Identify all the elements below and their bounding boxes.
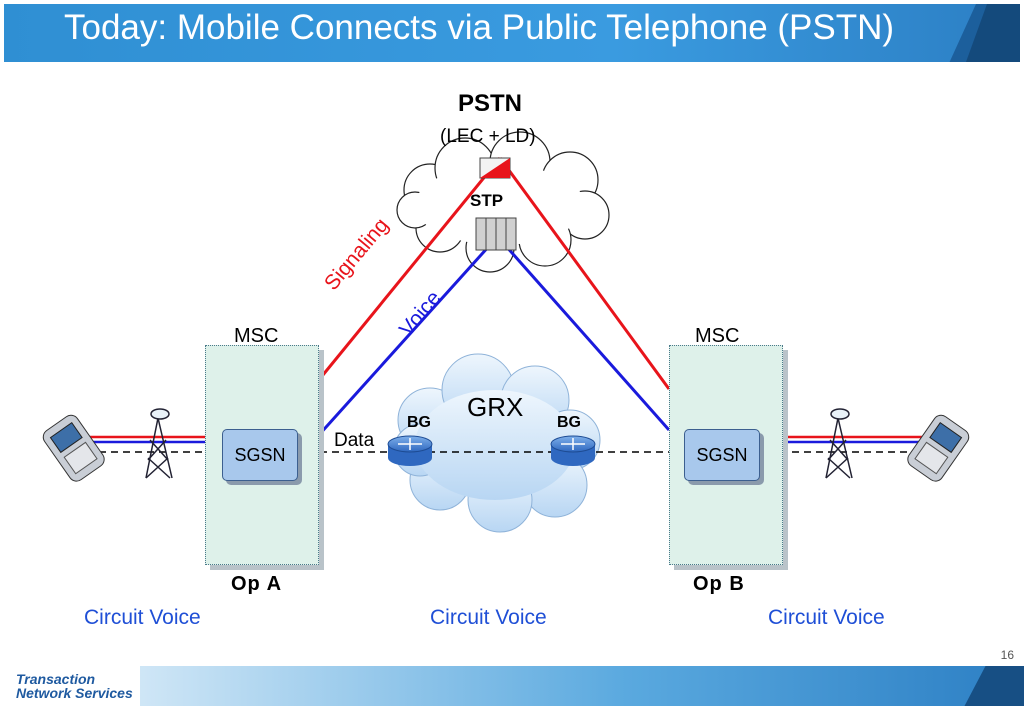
bg-label-b: BG [557,414,581,431]
sgsn-b: SGSN [684,429,760,481]
radio-link-a [80,435,205,444]
border-gateway-router-icon [550,435,596,466]
data-label: Data [334,430,375,451]
stp-device [475,157,517,251]
operator-b-label: Op B [693,573,745,595]
border-gateway-router-icon [387,435,433,466]
circuit-voice-label-right: Circuit Voice [768,606,885,629]
logo-line-1: Transaction [16,671,96,687]
logo-line-2: Network Services [16,685,133,701]
sgsn-label-b: SGSN [696,444,748,465]
sgsn-label-a: SGSN [234,444,286,465]
voice-links [316,243,671,438]
circuit-voice-label-center: Circuit Voice [430,606,547,629]
title-bar [4,4,1020,62]
company-logo: Transaction Network Services [16,672,133,700]
mobile-phone-icon [42,414,105,482]
circuit-voice-label-left: Circuit Voice [84,606,201,629]
cell-tower-icon [145,408,173,479]
stp-label: STP [470,191,504,210]
grx-cloud [393,353,601,533]
grx-label: GRX [467,392,524,422]
pstn-subtitle: (LEC + LD) [440,126,536,147]
msc-label-b: MSC [695,325,740,347]
slide-title: Today: Mobile Connects via Public Teleph… [64,8,895,47]
operator-a-label: Op A [231,573,283,595]
pstn-title: PSTN [458,90,523,117]
sgsn-a: SGSN [222,429,298,481]
mobile-phone-icon [907,414,970,482]
signaling-links [316,157,671,390]
radio-link-b [780,435,925,444]
cell-tower-icon [825,408,853,479]
msc-label-a: MSC [234,325,279,347]
bg-label-a: BG [407,414,431,431]
page-number: 16 [1000,648,1014,662]
footer-bar [140,666,1024,706]
